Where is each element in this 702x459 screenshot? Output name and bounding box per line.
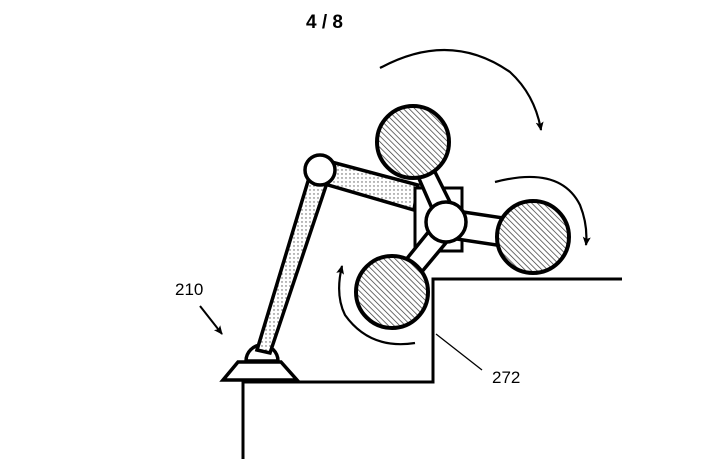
sheet-label: 4 / 8 — [306, 12, 343, 33]
wheel-bottom — [354, 254, 430, 330]
wheel-right — [495, 199, 571, 275]
label-210: 210 — [175, 280, 204, 299]
rotation-arrows — [336, 48, 591, 346]
label-272: 272 — [492, 368, 521, 387]
elbow-joint — [303, 153, 337, 187]
leader-272 — [435, 333, 483, 371]
step-terrain — [241, 277, 622, 459]
lower-arm-link — [254, 165, 333, 356]
joints — [303, 153, 468, 244]
leader-210 — [199, 305, 223, 335]
base-plate — [219, 360, 301, 382]
arrow-top-rotation — [379, 48, 544, 131]
wheel-top — [375, 104, 451, 180]
wheels — [354, 104, 571, 330]
arrow-right-rotation — [494, 175, 591, 246]
arrow-left-rotation — [336, 265, 416, 346]
step-outline — [241, 277, 622, 459]
hub-joint — [424, 200, 468, 244]
